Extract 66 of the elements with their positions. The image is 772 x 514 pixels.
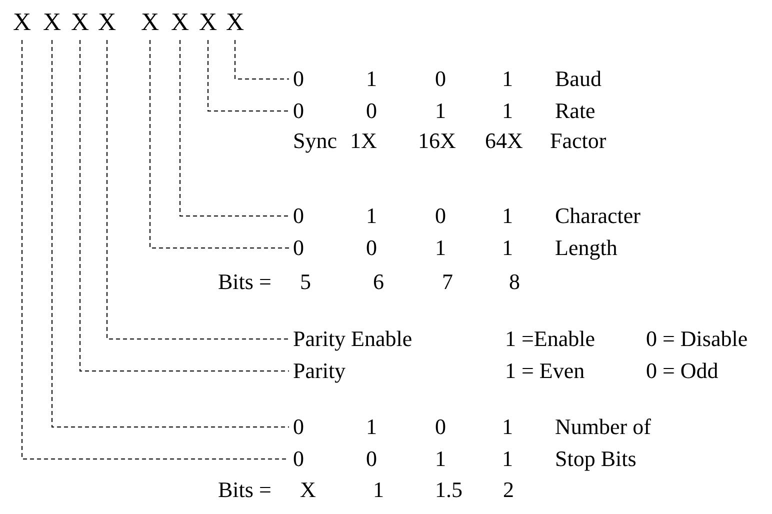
value-label: Bits =: [218, 269, 272, 295]
value-label: 1.5: [435, 477, 462, 503]
field-description: Rate: [555, 98, 596, 124]
value-label: 1: [373, 477, 384, 503]
value-label: X: [300, 477, 316, 503]
value-label: 64X: [485, 128, 523, 154]
bit-symbol: X: [42, 10, 62, 40]
bit-value: 0: [293, 66, 304, 92]
bit-value: 0: [293, 414, 304, 440]
bit-value: 1 = Even: [505, 358, 585, 384]
bit-symbol: X: [12, 10, 32, 40]
value-label: 16X: [418, 128, 456, 154]
field-description: Number of: [555, 414, 651, 440]
bit-value: 1: [435, 235, 446, 261]
leader-line: [150, 40, 290, 248]
field-description: Baud: [555, 66, 602, 92]
field-description: Character: [555, 203, 640, 229]
value-label: 5: [300, 269, 311, 295]
bit-value: 0: [293, 98, 304, 124]
bit-value: 1: [502, 235, 513, 261]
field-description: Length: [555, 235, 618, 261]
bit-symbol: X: [70, 10, 90, 40]
leader-line: [80, 40, 290, 372]
bit-value: 1: [435, 446, 446, 472]
bit-value: 0: [293, 203, 304, 229]
value-label: 1X: [350, 128, 377, 154]
leader-line: [234, 40, 290, 80]
bit-symbol: X: [170, 10, 190, 40]
bit-value: 0: [293, 235, 304, 261]
value-label: 7: [442, 269, 453, 295]
bit-value: 1: [502, 446, 513, 472]
value-label: Bits =: [218, 477, 272, 503]
bit-value: 1: [502, 66, 513, 92]
bit-value: 1 =Enable: [505, 326, 595, 352]
value-label: 8: [509, 269, 520, 295]
bit-symbol: X: [140, 10, 160, 40]
leader-line: [106, 40, 290, 340]
bit-value: 1: [366, 66, 377, 92]
bit-value: 0: [293, 446, 304, 472]
value-label: 2: [503, 477, 514, 503]
bit-value: 0: [435, 203, 446, 229]
field-description: 0 = Odd: [646, 358, 718, 384]
bit-value: 1: [502, 414, 513, 440]
field-description: Parity Enable: [293, 326, 412, 352]
bit-value: 0: [435, 66, 446, 92]
bit-value: 1: [366, 203, 377, 229]
bit-symbol: X: [97, 10, 117, 40]
bit-value: 1: [366, 414, 377, 440]
value-label: Sync: [293, 128, 337, 154]
field-description: 0 = Disable: [646, 326, 748, 352]
value-label: Factor: [550, 128, 606, 154]
bit-value: 0: [366, 98, 377, 124]
bit-value: 1: [502, 203, 513, 229]
bit-value: 0: [366, 446, 377, 472]
bit-symbol: X: [225, 10, 245, 40]
field-description: Stop Bits: [555, 446, 636, 472]
value-label: 6: [373, 269, 384, 295]
bit-value: 0: [366, 235, 377, 261]
leader-line: [180, 40, 290, 216]
leader-line: [208, 40, 290, 112]
bit-value: 1: [435, 98, 446, 124]
leader-line: [52, 40, 290, 428]
bit-symbol: X: [198, 10, 218, 40]
bit-value: 0: [435, 414, 446, 440]
field-description: Parity: [293, 358, 346, 384]
bit-value: 1: [502, 98, 513, 124]
